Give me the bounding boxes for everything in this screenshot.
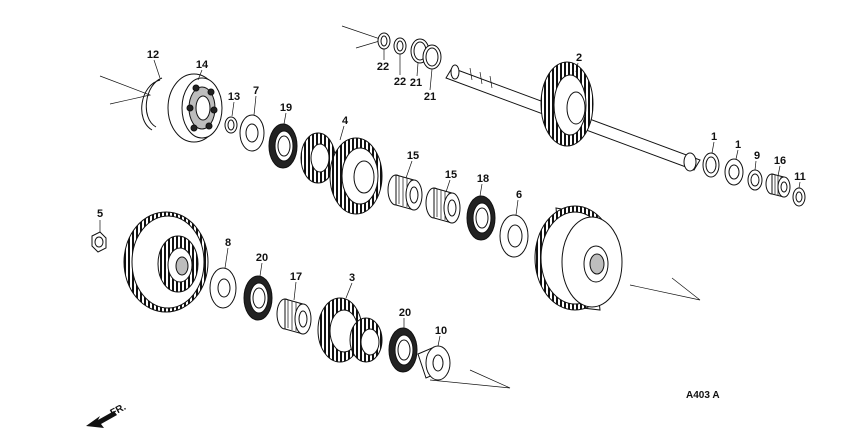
snap-ring-part-13: [224, 116, 238, 134]
callout-13: 13: [228, 91, 240, 103]
needle-bearing-part-16: [765, 173, 791, 198]
callout-14: 14: [196, 59, 209, 71]
thrust-washer-part-8: [209, 267, 237, 309]
ring-part-21b: [422, 44, 442, 70]
thrust-bearing-part-19: [268, 123, 298, 169]
ball-bearing-part-14: [167, 73, 223, 143]
snap-ring-part-1a: [702, 152, 720, 178]
callout-9: 9: [754, 150, 760, 162]
thrust-washer-part-7: [239, 114, 265, 152]
nut-part-5: [91, 231, 107, 253]
callout-2: 2: [576, 52, 582, 64]
callout-11: 11: [794, 171, 806, 183]
snap-ring-part-11: [792, 187, 806, 207]
mainshaft-part-2: [445, 61, 701, 172]
front-direction-indicator: FR.: [86, 402, 128, 428]
callout-21b: 21: [424, 91, 436, 103]
needle-bearing-part-15b: [425, 187, 461, 224]
callout-6: 6: [516, 189, 522, 201]
thrust-bearing-part-18: [466, 195, 496, 241]
clutch-drum-left: [123, 211, 209, 313]
callout-17: 17: [290, 271, 302, 283]
front-direction-label: FR.: [109, 402, 129, 419]
snap-ring-part-12: [141, 77, 163, 131]
callout-3: 3: [349, 272, 355, 284]
thrust-bearing-part-20b: [388, 327, 418, 373]
callout-10: 10: [435, 325, 447, 337]
washer-part-22a: [377, 32, 391, 50]
thrust-bearing-part-20a: [243, 275, 273, 321]
callout-20a: 20: [256, 252, 268, 264]
spacer-part-10: [417, 345, 451, 381]
callout-18: 18: [477, 173, 489, 185]
callout-20b: 20: [399, 307, 411, 319]
callout-4: 4: [342, 115, 349, 127]
callout-19: 19: [280, 102, 292, 114]
callout-22b: 22: [394, 76, 406, 88]
callout-7: 7: [253, 85, 259, 97]
callout-1b: 1: [735, 139, 741, 151]
callout-8: 8: [225, 237, 231, 249]
callout-16: 16: [774, 155, 786, 167]
needle-bearing-part-17: [276, 298, 312, 335]
leader-lines: [99, 49, 801, 347]
front-arrow-icon: [86, 411, 117, 428]
gear-part-3: [317, 297, 383, 363]
callout-15b: 15: [445, 169, 457, 181]
ring-part-9: [747, 169, 763, 191]
gear-part-4: [300, 132, 383, 215]
diagram-code: A403 A: [686, 390, 720, 401]
clutch-drum-right: [534, 205, 623, 311]
washer-part-22b: [393, 37, 407, 55]
callout-21a: 21: [410, 77, 422, 89]
callout-15a: 15: [407, 150, 419, 162]
washer-part-1b: [724, 158, 744, 186]
callout-22a: 22: [377, 61, 389, 73]
callout-12: 12: [147, 49, 159, 61]
thrust-washer-part-6: [499, 214, 529, 258]
callout-labels: 12 14 13 7 19 4 15 15 18 6 22 22 21 21 2…: [97, 49, 806, 337]
callout-5: 5: [97, 208, 103, 220]
callout-1a: 1: [711, 131, 717, 143]
needle-bearing-part-15a: [387, 174, 423, 211]
direction-wedges: [99, 25, 701, 389]
